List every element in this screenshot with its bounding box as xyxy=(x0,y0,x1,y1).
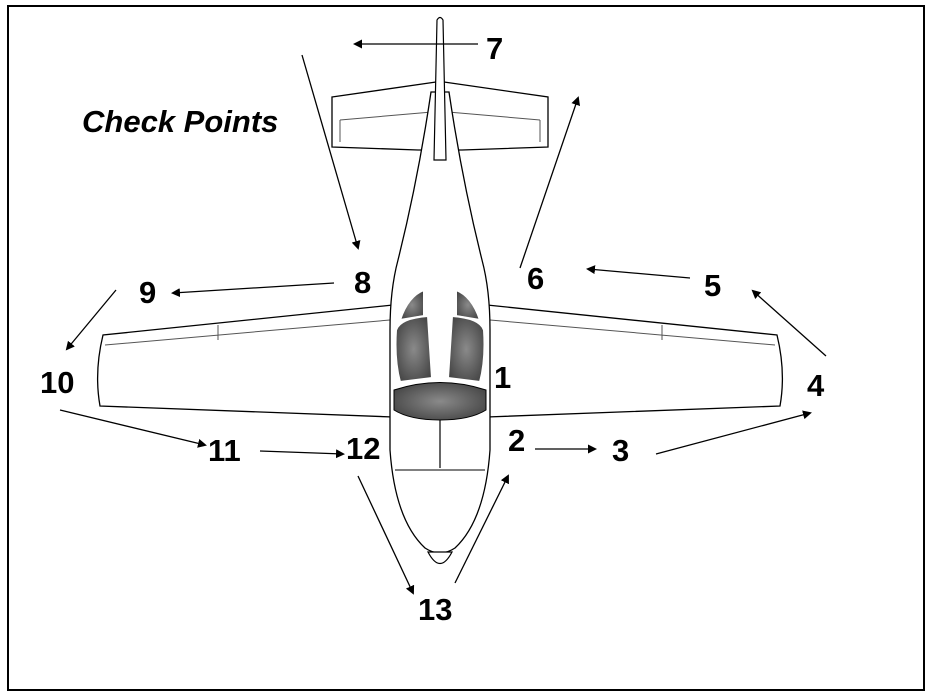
arrow-1 xyxy=(454,474,509,584)
vertical-fin xyxy=(433,16,447,161)
arrow-3 xyxy=(655,410,812,455)
arrow-8 xyxy=(301,54,361,250)
point-3-label: 3 xyxy=(612,433,629,468)
point-1-label: 1 xyxy=(494,360,511,395)
canopy-rear-right xyxy=(455,288,482,322)
arrow-13 xyxy=(357,475,415,595)
canopy-right xyxy=(446,314,486,384)
point-8-label: 8 xyxy=(354,265,371,300)
left-wing xyxy=(96,304,394,418)
arrow-9 xyxy=(171,282,335,298)
point-6-label: 6 xyxy=(527,261,544,296)
canopy-left xyxy=(394,314,434,384)
propeller-spinner xyxy=(427,551,453,565)
point-11-label: 11 xyxy=(208,433,241,468)
elevator-line-right xyxy=(447,111,541,142)
point-5-label: 5 xyxy=(704,268,721,303)
arrow-5 xyxy=(586,265,691,279)
arrow-12 xyxy=(259,449,345,459)
arrow-10 xyxy=(65,289,117,351)
point-4-label: 4 xyxy=(807,368,825,403)
point-7-label: 7 xyxy=(486,31,503,66)
arrow-4 xyxy=(751,289,827,357)
canopy-rear-left xyxy=(398,288,425,322)
point-13-label: 13 xyxy=(418,592,452,627)
elevator-line-left xyxy=(339,111,433,142)
windshield xyxy=(393,382,487,421)
arrow-11 xyxy=(59,409,207,448)
point-12-label: 12 xyxy=(346,431,380,466)
arrow-6 xyxy=(519,96,580,269)
point-10-label: 10 xyxy=(40,365,74,400)
point-9-label: 9 xyxy=(139,275,156,310)
right-aileron-line xyxy=(489,319,776,346)
diagram-title: Check Points xyxy=(82,104,278,139)
right-wing xyxy=(486,304,784,418)
point-2-label: 2 xyxy=(508,423,525,458)
left-aileron-line xyxy=(104,319,391,346)
